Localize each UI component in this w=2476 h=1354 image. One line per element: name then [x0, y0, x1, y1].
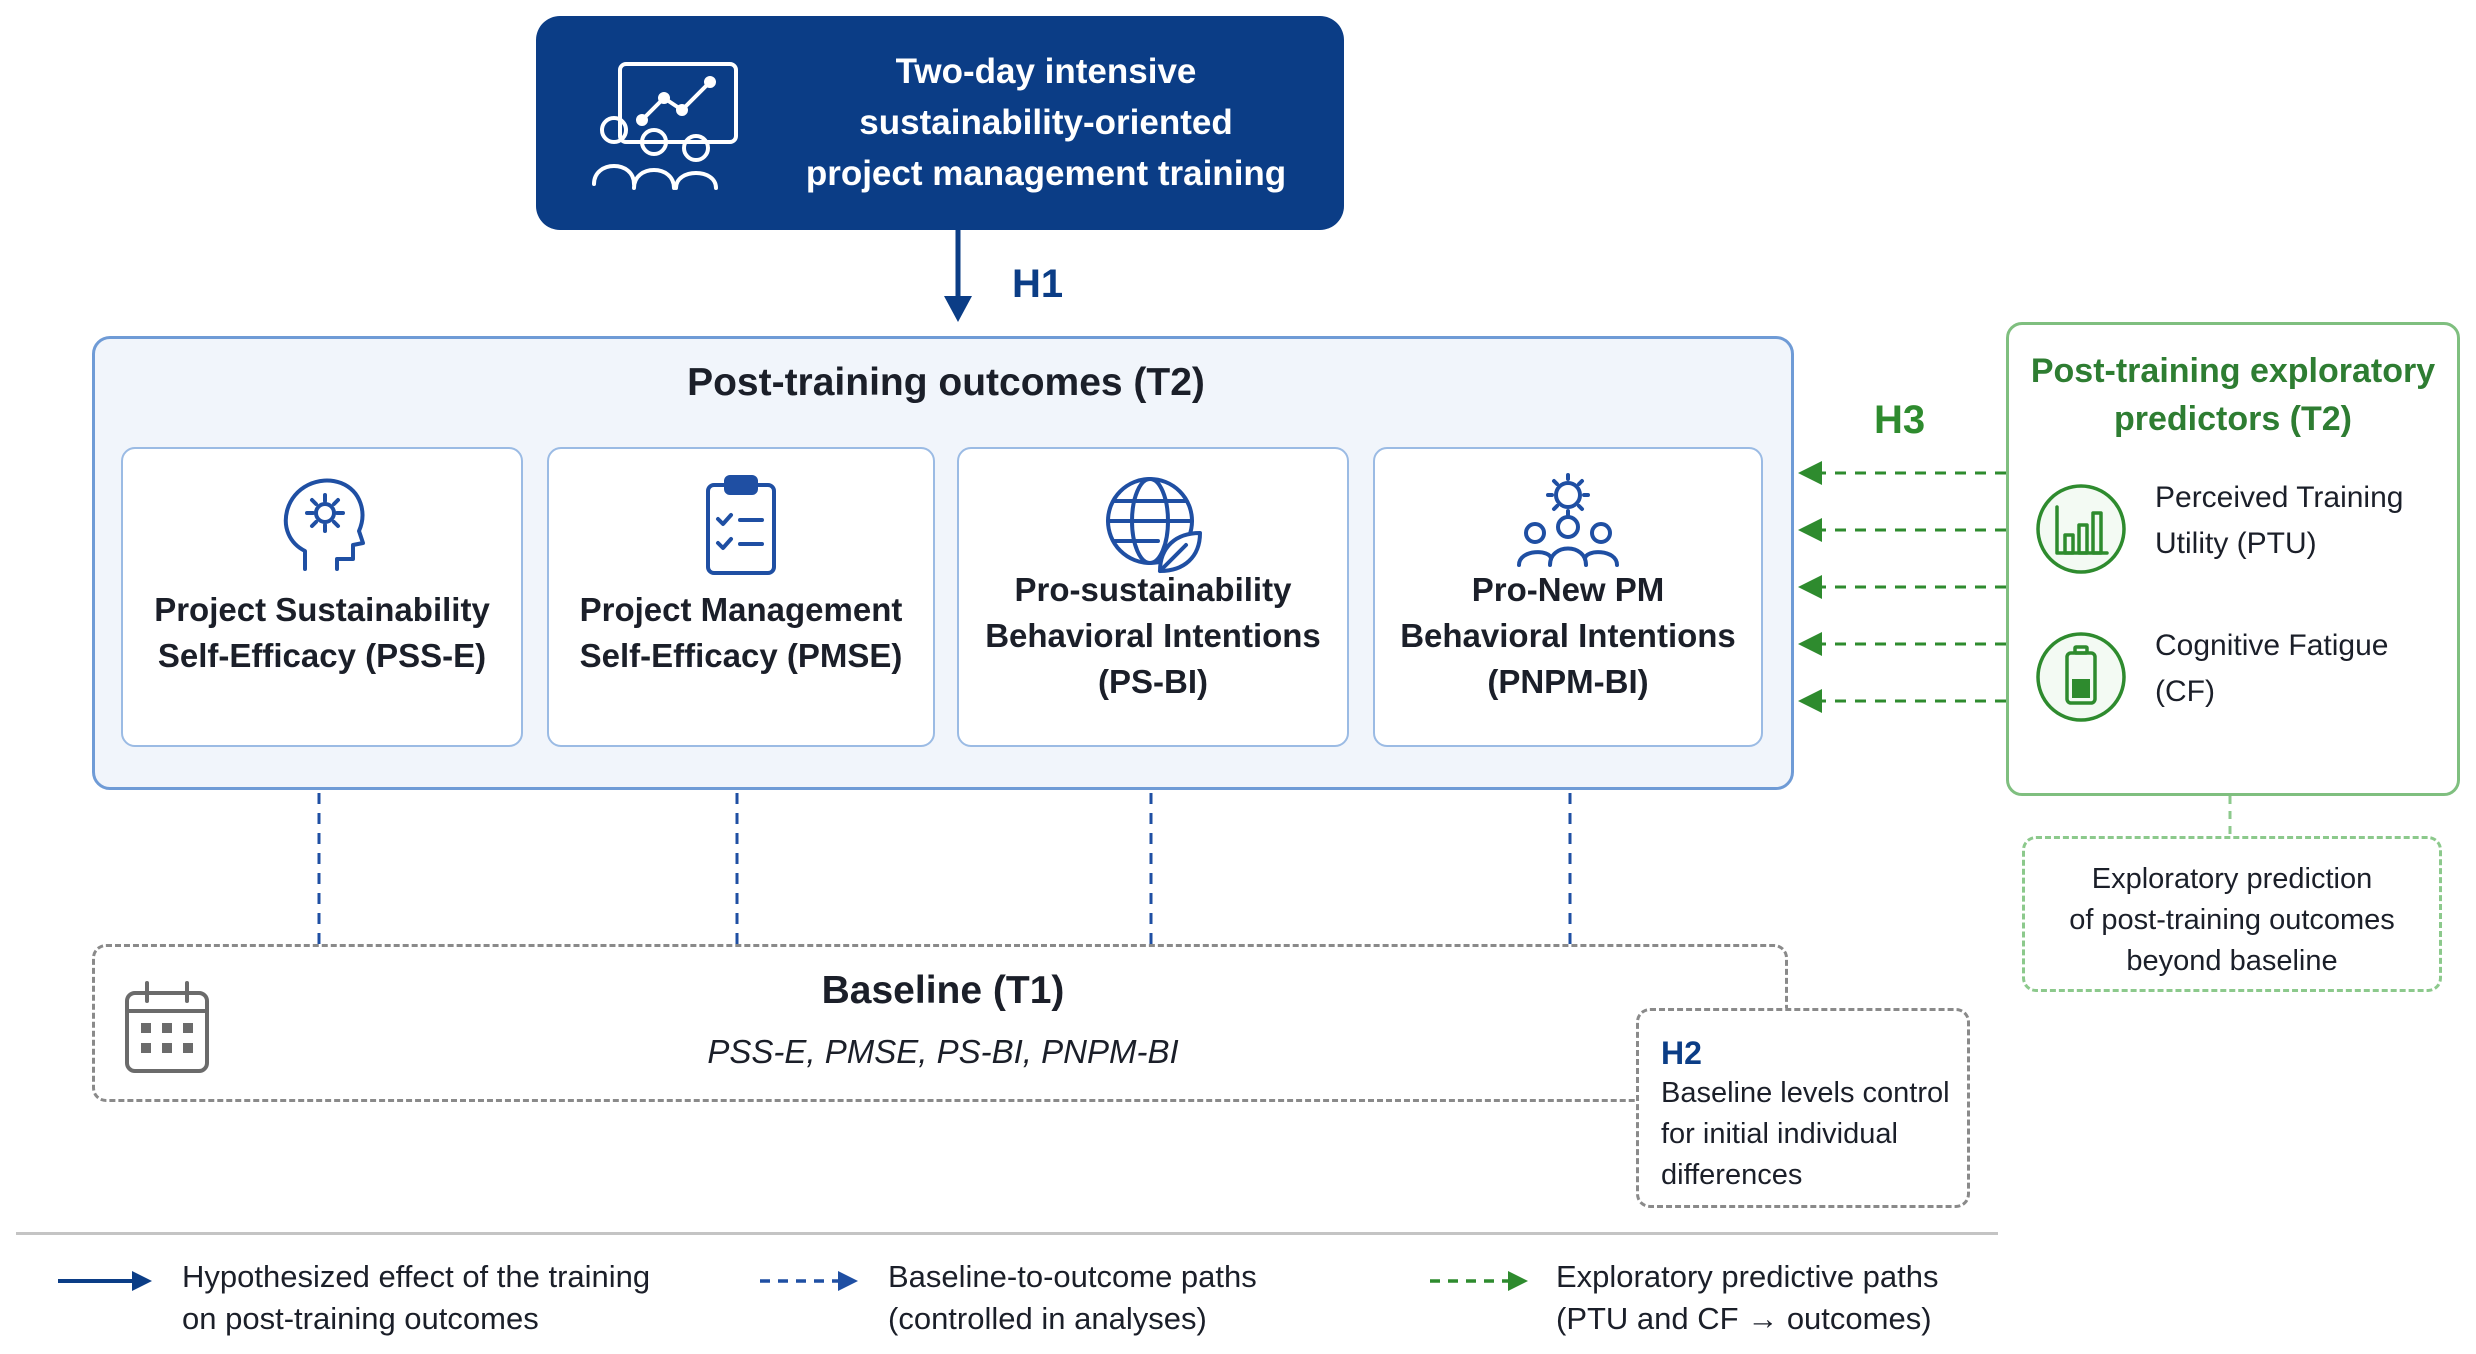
baseline-box: Baseline (T1) PSS-E, PMSE, PS-BI, PNPM-B… [92, 944, 1788, 1102]
predictors-title-line: Post-training exploratory [2030, 352, 2436, 390]
legend-line: Exploratory predictive paths [1556, 1259, 1939, 1294]
card-label-line: Behavioral Intentions [985, 617, 1321, 654]
exploratory-prediction-note: Exploratory prediction of post-training … [2022, 836, 2442, 992]
outcome-card-ps-bi: Pro-sustainability Behavioral Intentions… [957, 447, 1349, 747]
predictors-title-line: predictors (T2) [2113, 400, 2353, 438]
note-line: beyond baseline [2126, 945, 2338, 977]
note-line: of post-training outcomes [2069, 904, 2395, 936]
predictor-label-line: (CF) [2155, 675, 2215, 708]
outcome-card-pss-e: Project Sustainability Self-Efficacy (PS… [121, 447, 523, 747]
h1-arrow [944, 230, 972, 322]
outcome-card-pnpm-bi: Pro-New PM Behavioral Intentions (PNPM-B… [1373, 447, 1763, 747]
card-label-line: Project Management [579, 591, 903, 628]
legend-line: (PTU and CF → outcomes) [1556, 1301, 1932, 1336]
training-presentation-icon [592, 62, 738, 190]
card-label-line: Self-Efficacy (PMSE) [579, 637, 903, 674]
legend-item-training-effect: Hypothesized effect of the training on p… [182, 1256, 650, 1340]
card-label-line: (PS-BI) [1098, 663, 1208, 700]
legend-dashed-green-arrow-icon [1430, 1271, 1528, 1291]
legend-dashed-blue-arrow-icon [760, 1271, 858, 1291]
card-label-line: (PNPM-BI) [1487, 663, 1649, 700]
h2-note-line: for initial individual [1661, 1118, 1898, 1150]
exploratory-arrowhead [1798, 518, 1822, 542]
bar-chart-icon [2036, 484, 2126, 574]
legend-line: Baseline-to-outcome paths [888, 1259, 1257, 1294]
training-title-line: project management training [805, 154, 1287, 193]
predictor-label-line: Utility (PTU) [2155, 527, 2317, 560]
legend-line: (controlled in analyses) [888, 1301, 1207, 1336]
card-label-line: Self-Efficacy (PSS-E) [157, 637, 487, 674]
baseline-measures: PSS-E, PMSE, PS-BI, PNPM-BI [707, 1033, 1179, 1070]
baseline-to-outcome-arrows [317, 778, 1572, 944]
predictors-title: Post-training exploratory predictors (T2… [2009, 347, 2457, 443]
exploratory-arrowhead [1798, 461, 1822, 485]
predictor-label-ptu: Perceived Training Utility (PTU) [2155, 475, 2445, 567]
training-title-line: sustainability-oriented [859, 103, 1233, 142]
outcome-card-pmse: Project Management Self-Efficacy (PMSE) [547, 447, 935, 747]
legend-solid-blue-arrow-icon [58, 1271, 152, 1291]
predictor-label-line: Cognitive Fatigue [2155, 629, 2389, 662]
note-line: Exploratory prediction [2091, 863, 2373, 895]
h2-note-box: H2 Baseline levels control for initial i… [1636, 1008, 1970, 1208]
battery-icon [2036, 632, 2126, 722]
post-training-outcomes-panel: Post-training outcomes (T2) Project Sust… [92, 336, 1794, 790]
exploratory-arrowhead [1798, 575, 1822, 599]
h3-label: H3 [1874, 398, 1926, 442]
legend-line: on post-training outcomes [182, 1301, 539, 1336]
head-gear-icon [283, 478, 365, 571]
clipboard-checklist-icon [706, 475, 776, 575]
exploratory-predictors-box: Post-training exploratory predictors (T2… [2006, 322, 2460, 796]
exploratory-arrowhead [1798, 689, 1822, 713]
card-label: Project Sustainability Self-Efficacy (PS… [123, 587, 521, 679]
exploratory-path-arrows [1820, 471, 2006, 703]
card-label-line: Project Sustainability [154, 591, 490, 628]
h1-label: H1 [1012, 262, 1064, 306]
predictor-label-line: Perceived Training [2155, 481, 2404, 514]
legend-item-exploratory-paths: Exploratory predictive paths (PTU and CF… [1556, 1256, 1939, 1340]
card-label-line: Pro-New PM [1471, 571, 1665, 608]
predictor-label-cf: Cognitive Fatigue (CF) [2155, 623, 2445, 715]
card-label-line: Pro-sustainability [1014, 571, 1292, 608]
training-title: Two-day intensive sustainability-oriente… [766, 46, 1326, 199]
training-title-line: Two-day intensive [895, 52, 1197, 91]
globe-leaf-icon [1106, 477, 1202, 573]
legend-line: Hypothesized effect of the training [182, 1259, 651, 1294]
exploratory-arrowhead [1798, 632, 1822, 656]
calendar-icon [125, 981, 209, 1073]
h2-note-line: differences [1661, 1159, 1803, 1191]
outcomes-title: Post-training outcomes (T2) [687, 361, 1205, 404]
card-label: Pro-New PM Behavioral Intentions (PNPM-B… [1375, 567, 1761, 705]
h2-label: H2 [1661, 1035, 1702, 1071]
card-label-line: Behavioral Intentions [1400, 617, 1736, 654]
team-gear-icon [1517, 473, 1619, 567]
h2-note-line: Baseline levels control [1661, 1077, 1950, 1109]
legend-item-baseline-paths: Baseline-to-outcome paths (controlled in… [888, 1256, 1257, 1340]
card-label: Project Management Self-Efficacy (PMSE) [549, 587, 933, 679]
legend-divider [16, 1232, 1998, 1235]
baseline-title: Baseline (T1) [821, 969, 1065, 1012]
card-label: Pro-sustainability Behavioral Intentions… [959, 567, 1347, 705]
training-box: Two-day intensive sustainability-oriente… [536, 16, 1344, 230]
